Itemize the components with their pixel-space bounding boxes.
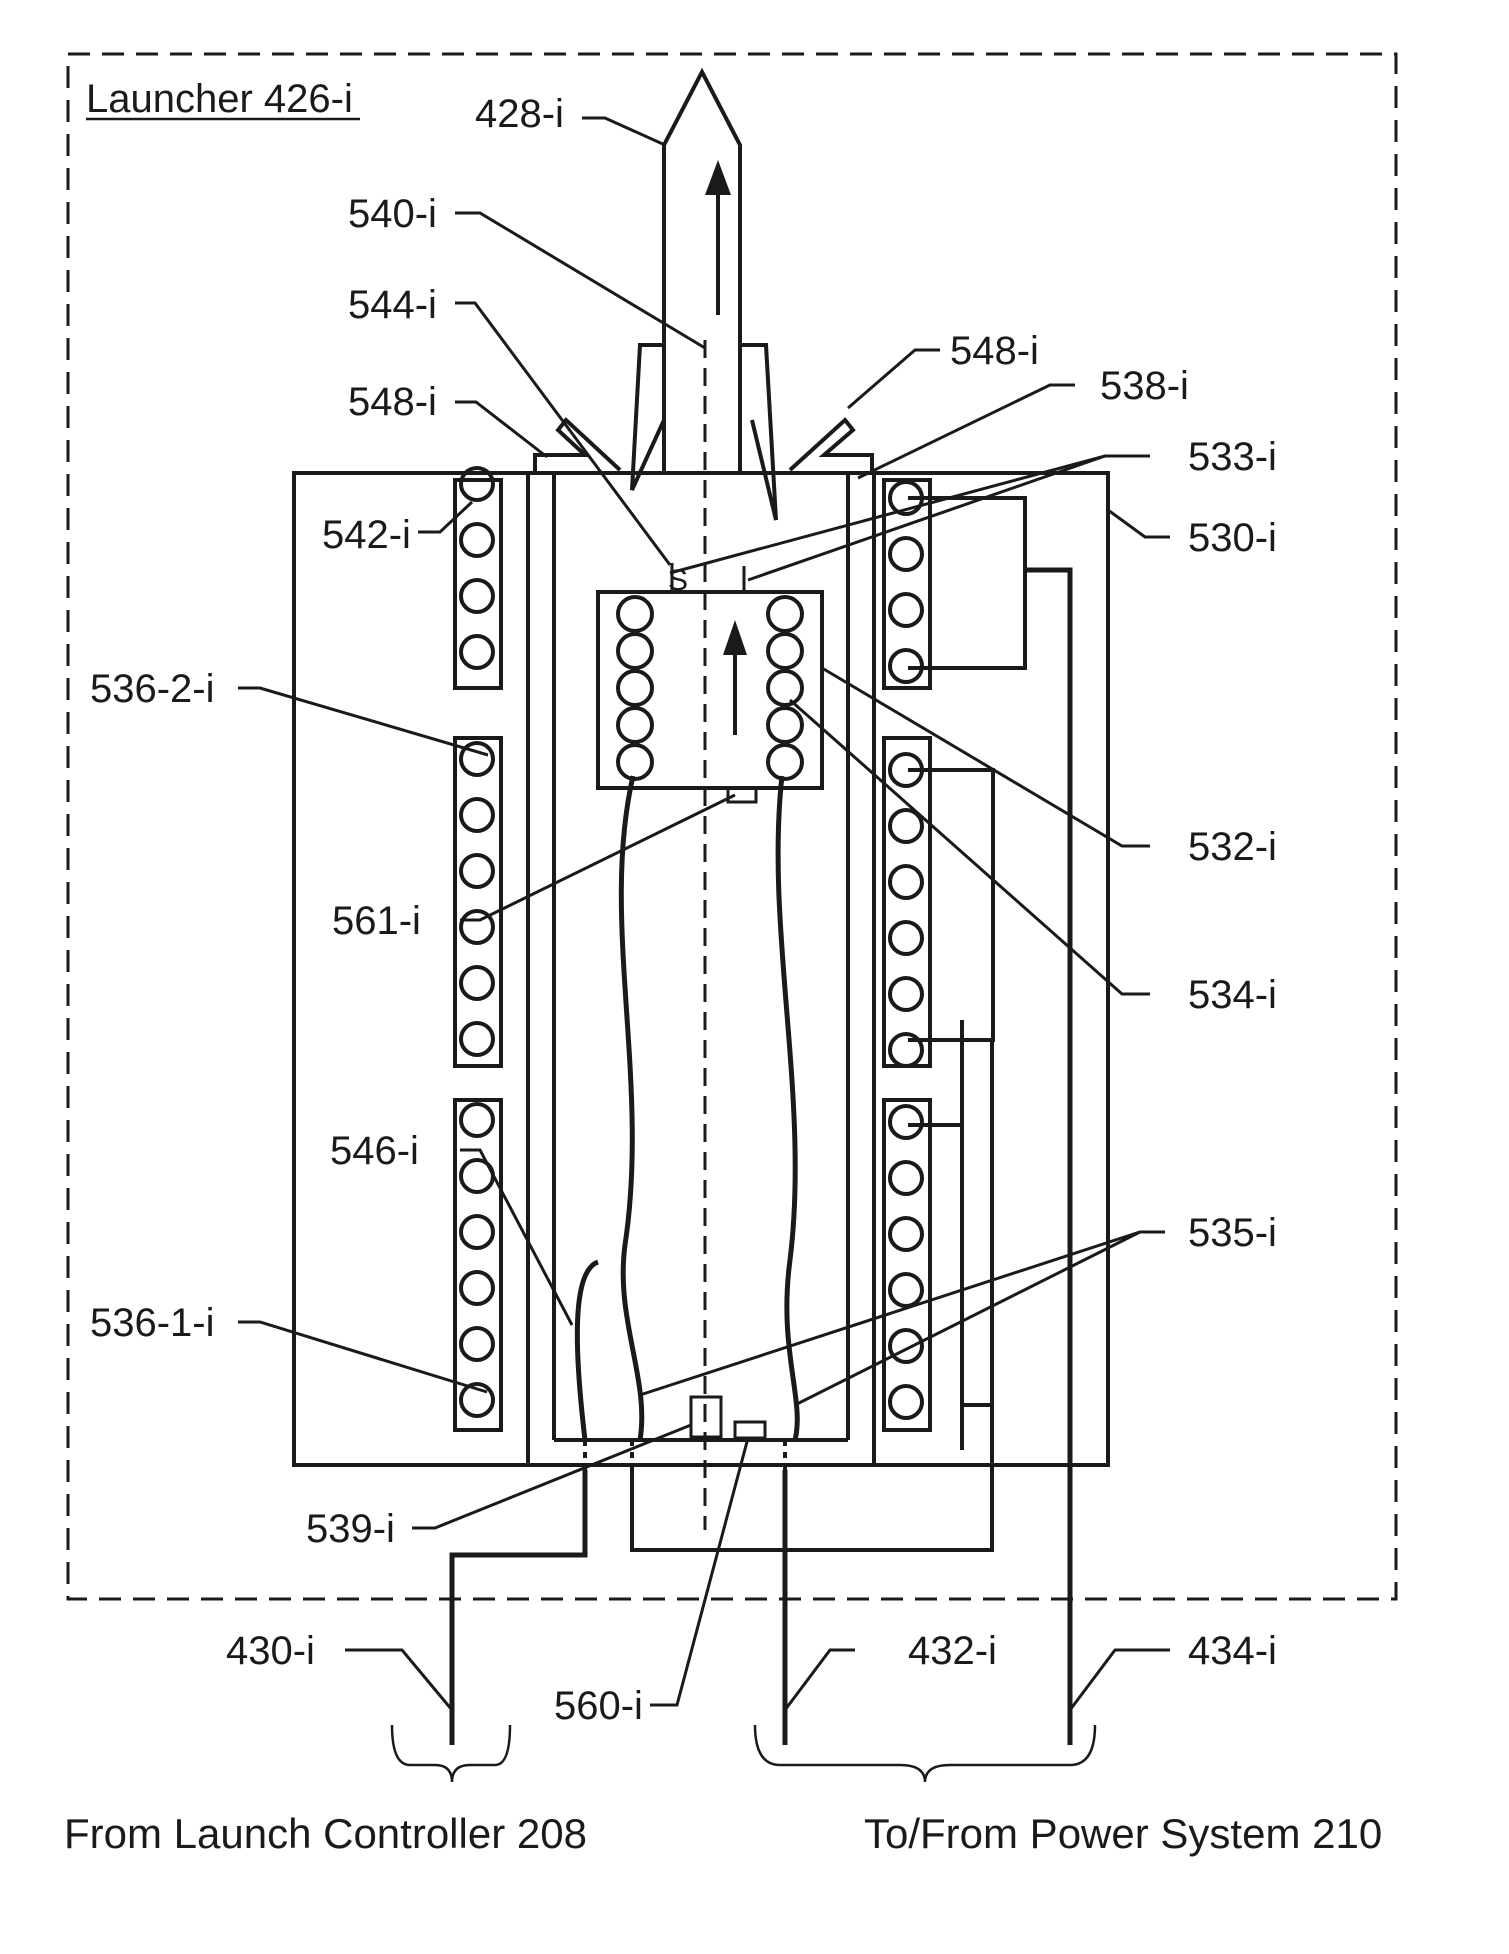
label-430: 430-i [226,1629,315,1673]
label-548-left: 548-i [348,380,437,424]
coil-536-2-frame [455,738,501,1066]
label-534: 534-i [1188,973,1277,1017]
caption-launch-controller: From Launch Controller 208 [64,1810,587,1857]
launcher-title: Launcher 426-i [86,77,353,121]
wire-546 [577,1262,598,1440]
armature-coil-right-winding [768,745,802,779]
label-546: 546-i [330,1129,419,1173]
sensor-560 [735,1422,765,1438]
label-536-2: 536-2-i [90,667,215,711]
coil-536-2-winding [461,1023,493,1055]
coil-536-2-winding [461,799,493,831]
coil-534-stack-winding [890,866,922,898]
coil-536-1-winding [461,1216,493,1248]
coil-533-winding [890,594,922,626]
coil-542-winding [461,636,493,668]
armature-coil-left-winding [618,745,652,779]
guide-right [790,420,872,473]
coil-535-winding [890,1218,922,1250]
fin-left [632,345,664,490]
armature-arrow-head [723,620,747,655]
coil-535-winding [890,1386,922,1418]
armature-coil-left-winding [618,597,652,631]
labels: 428-i 540-i 544-i 548-i 538-i 548-i 533-… [64,92,1382,1857]
armature-coil-left-winding [618,671,652,705]
armature-wire-right [778,776,797,1440]
label-548-right: 548-i [950,329,1039,373]
coil-535-frame [884,1100,930,1430]
label-432: 432-i [908,1629,997,1673]
label-530: 530-i [1188,516,1277,560]
label-561: 561-i [332,899,421,943]
brace-power-system [755,1725,1095,1782]
coil-534-stack-winding [890,922,922,954]
coil-533-winding [890,538,922,570]
coil-536-2-winding [461,967,493,999]
label-535: 535-i [1188,1211,1277,1255]
projectile-arrow-head [705,160,731,195]
coil-534-stack-winding [890,978,922,1010]
label-542: 542-i [322,513,411,557]
armature-coil-right-winding [768,671,802,705]
wire-432 [632,1040,992,1550]
armature-coil-right-winding [768,597,802,631]
armature [598,592,822,788]
fin-right [740,345,776,520]
label-544: 544-i [348,283,437,327]
coil-536-1-winding [461,1104,493,1136]
coil-542-winding [461,580,493,612]
label-539: 539-i [306,1507,395,1551]
armature-coil-left-winding [618,708,652,742]
label-532: 532-i [1188,825,1277,869]
armature-coil-right-winding [768,708,802,742]
wire-from-coil-upper [908,498,1025,668]
label-434: 434-i [1188,1629,1277,1673]
label-538: 538-i [1100,364,1189,408]
wire-434 [1025,570,1070,1745]
coil-536-1-winding [461,1272,493,1304]
armature-coil-right-winding [768,634,802,668]
armature-coil-left-winding [618,634,652,668]
armature-wire-left [621,776,642,1440]
coil-535-winding [890,1330,922,1362]
coil-542-winding [461,524,493,556]
coil-536-1-winding [461,1328,493,1360]
caption-power-system: To/From Power System 210 [864,1810,1382,1857]
guide-left [535,420,620,473]
coil-535-winding [890,1162,922,1194]
label-540: 540-i [348,192,437,236]
label-536-1: 536-1-i [90,1301,215,1345]
coil-536-2-winding [461,855,493,887]
coil-535-winding [890,1274,922,1306]
housing [294,473,1108,1465]
coil-534-stack-winding [890,810,922,842]
label-560: 560-i [554,1684,643,1728]
label-428: 428-i [475,92,564,136]
coil-535-winding [890,1106,922,1138]
label-533: 533-i [1188,435,1277,479]
